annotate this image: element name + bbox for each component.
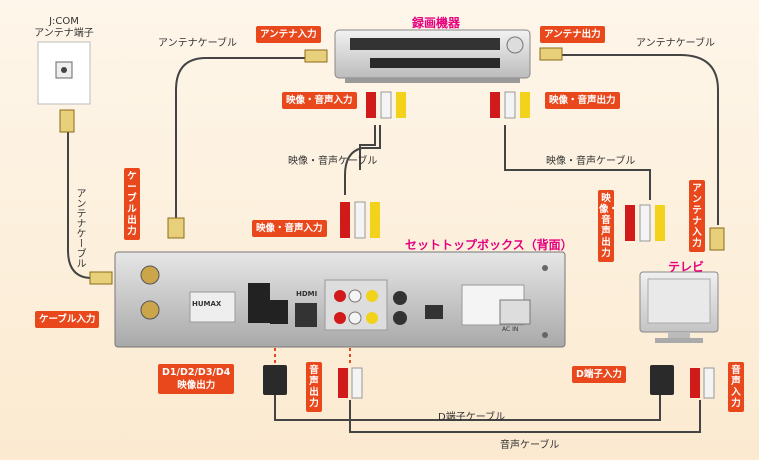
jcom-terminal-label: J:COM アンテナ端子 [30,16,98,40]
tag-av-in-stb: 映像・音声入力 [252,220,327,237]
jcom-label-line1: J:COM [49,16,79,27]
tag-av-in-recorder: 映像・音声入力 [282,92,357,109]
tv-device [639,271,719,343]
tag-antenna-in: アンテナ入力 [256,26,321,43]
recorder-device [334,29,531,83]
tag-antenna-in-tv: アンテナ入力 [689,180,705,252]
recorder-antenna-out-plug [539,47,563,61]
stb-cable-in-plug [89,271,113,285]
tag-audio-in: 音声入力 [728,362,744,412]
antenna-cable-left-label: アンテナケーブル [158,38,237,49]
av-cable-right-label: 映像・音声ケーブル [546,156,636,167]
tag-d-in: D端子入力 [572,366,626,383]
audio-plug-stb-red [338,368,348,398]
d-plug-tv [650,365,674,395]
stb-cable-out-plug [167,217,185,239]
tv-antenna-plug [709,227,725,251]
av-cable-left-b [344,125,381,195]
tag-av-out-tv: 映像・音声出力 [598,190,618,262]
av-cable-right [504,125,651,200]
stb-hdmi-label: HDMI [296,290,318,298]
antenna-cable-right-label: アンテナケーブル [636,38,715,49]
tv-rca-plugs [625,204,665,242]
recorder-rca-in [366,91,406,119]
audio-plug-tv-red [690,368,700,398]
tag-cable-out: ケーブル出力 [124,168,140,240]
tag-d-out: D1/D2/D3/D4 映像出力 [158,364,235,394]
tag-cable-in: ケーブル入力 [35,311,100,328]
stb-title: セットトップボックス（背面） [405,238,573,252]
audio-cable-label: 音声ケーブル [500,440,560,451]
tag-antenna-out: アンテナ出力 [540,26,605,43]
d-cable-label: D端子ケーブル [438,412,506,423]
audio-cable [349,400,701,433]
tag-audio-out: 音声出力 [306,362,322,412]
audio-plug-tv-white [703,367,715,399]
antenna-cable-stb-recorder [175,56,318,225]
antenna-cable-vertical-label: アンテナケーブル [74,188,85,268]
recorder-rca-out [490,91,530,119]
recorder-antenna-in-plug [304,49,328,63]
stb-brand-logo: HUMAX [192,300,222,308]
d-terminal-cable [274,395,661,421]
tv-title: テレビ [668,260,705,274]
stb-device [114,251,566,348]
audio-plug-stb-white [351,367,363,399]
stb-rca-plugs [340,201,380,239]
cables [67,54,719,433]
av-cable-left-label: 映像・音声ケーブル [288,156,378,167]
av-cable-left-a [359,125,376,170]
recorder-title: 録画機器 [412,16,461,30]
antenna-cable-recorder-tv [555,54,719,225]
d-plug-stb [263,365,287,395]
stb-power-label: AC IN [502,326,519,333]
jcom-label-line2: アンテナ端子 [34,28,94,39]
tag-av-out-recorder: 映像・音声出力 [545,92,620,109]
wall-connector [59,109,75,133]
